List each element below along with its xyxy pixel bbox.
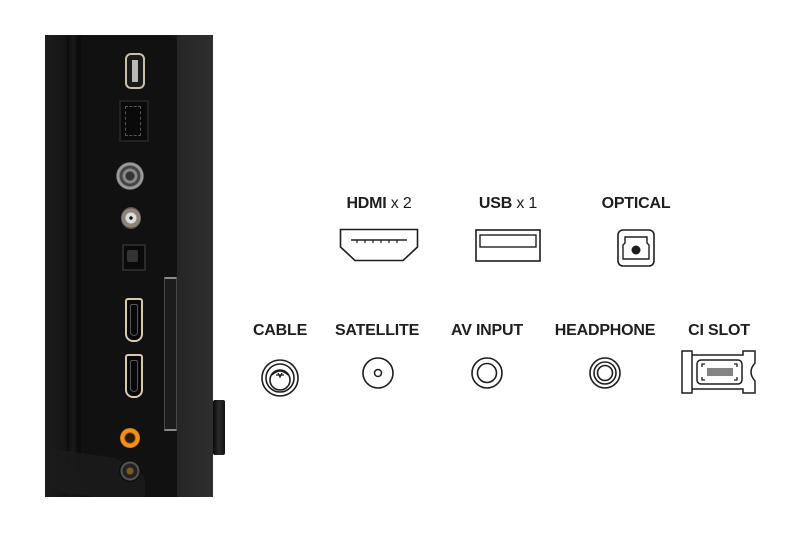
tv-back-rib (77, 35, 81, 475)
hdmi-port-1 (125, 298, 143, 342)
ci-slot (164, 277, 177, 431)
tv-side-panel (45, 35, 213, 497)
headphone-port (119, 460, 141, 482)
av-input-icon (471, 357, 503, 389)
label-usb-name: USB (478, 195, 513, 212)
lan-port (119, 100, 149, 142)
label-optical: OPTICAL (601, 195, 671, 212)
headphone-icon (589, 357, 621, 389)
label-usb: USB x 1 (479, 195, 537, 213)
tv-bezel (177, 35, 213, 497)
cable-port (116, 162, 144, 190)
cable-icon (261, 359, 299, 397)
label-hdmi-count: x 2 (390, 195, 412, 212)
satellite-port (121, 207, 141, 229)
optical-icon (617, 229, 655, 267)
satellite-icon (362, 357, 394, 389)
hdmi-port-2 (125, 354, 143, 398)
label-headphone: HEADPHONE (554, 322, 656, 339)
label-av-input: AV INPUT (451, 322, 523, 339)
label-satellite: SATELLITE (334, 322, 420, 339)
hdmi-icon (339, 228, 419, 262)
label-ci-slot: CI SLOT (688, 322, 750, 339)
tv-back-rib (67, 35, 77, 465)
label-cable: CABLE (252, 322, 308, 339)
usb-port (125, 53, 145, 89)
tv-control-knob (213, 400, 225, 455)
tv-back-rib (45, 35, 67, 497)
av-input-port (120, 428, 140, 448)
usb-icon (475, 229, 541, 262)
label-usb-count: x 1 (516, 195, 538, 212)
ci-slot-icon (681, 350, 756, 394)
label-hdmi: HDMI x 2 (346, 195, 411, 213)
label-hdmi-name: HDMI (346, 195, 387, 212)
optical-port (122, 244, 146, 271)
